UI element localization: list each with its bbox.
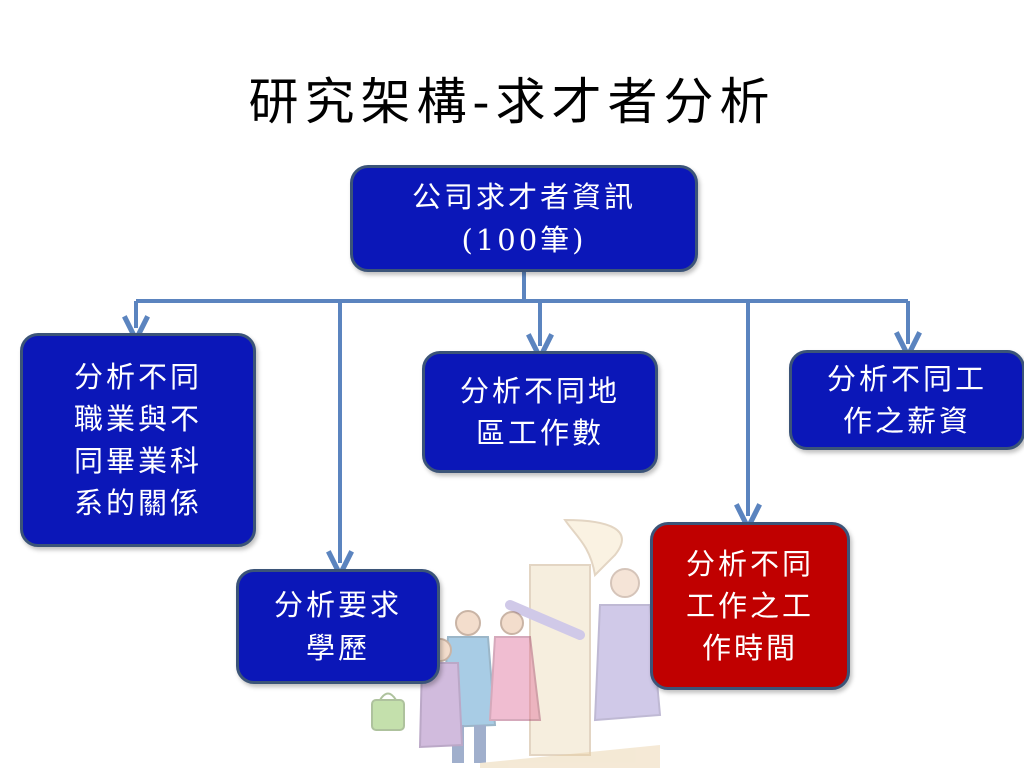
root-node-label: 公司求才者資訊 (100筆): [411, 180, 636, 257]
node-label: 分析要求 學歷: [273, 588, 402, 665]
business-people-clipart-icon: [371, 518, 662, 768]
node-label: 分析不同地 區工作數: [459, 373, 620, 450]
node-salary: 分析不同工 作之薪資: [789, 350, 1024, 450]
node-occupation-major: 分析不同 職業與不 同畢業科 系的關係: [20, 333, 256, 547]
node-working-hours: 分析不同 工作之工 作時間: [650, 522, 850, 690]
node-label: 分析不同 工作之工 作時間: [685, 546, 814, 666]
node-label: 分析不同工 作之薪資: [826, 361, 987, 438]
node-education-requirement: 分析要求 學歷: [236, 569, 440, 684]
node-label: 分析不同 職業與不 同畢業科 系的關係: [73, 359, 202, 521]
page-title: 研究架構-求才者分析: [248, 73, 776, 131]
node-region-jobs: 分析不同地 區工作數: [422, 351, 658, 473]
root-node-company-recruiter-info: 公司求才者資訊 (100筆): [350, 165, 698, 272]
